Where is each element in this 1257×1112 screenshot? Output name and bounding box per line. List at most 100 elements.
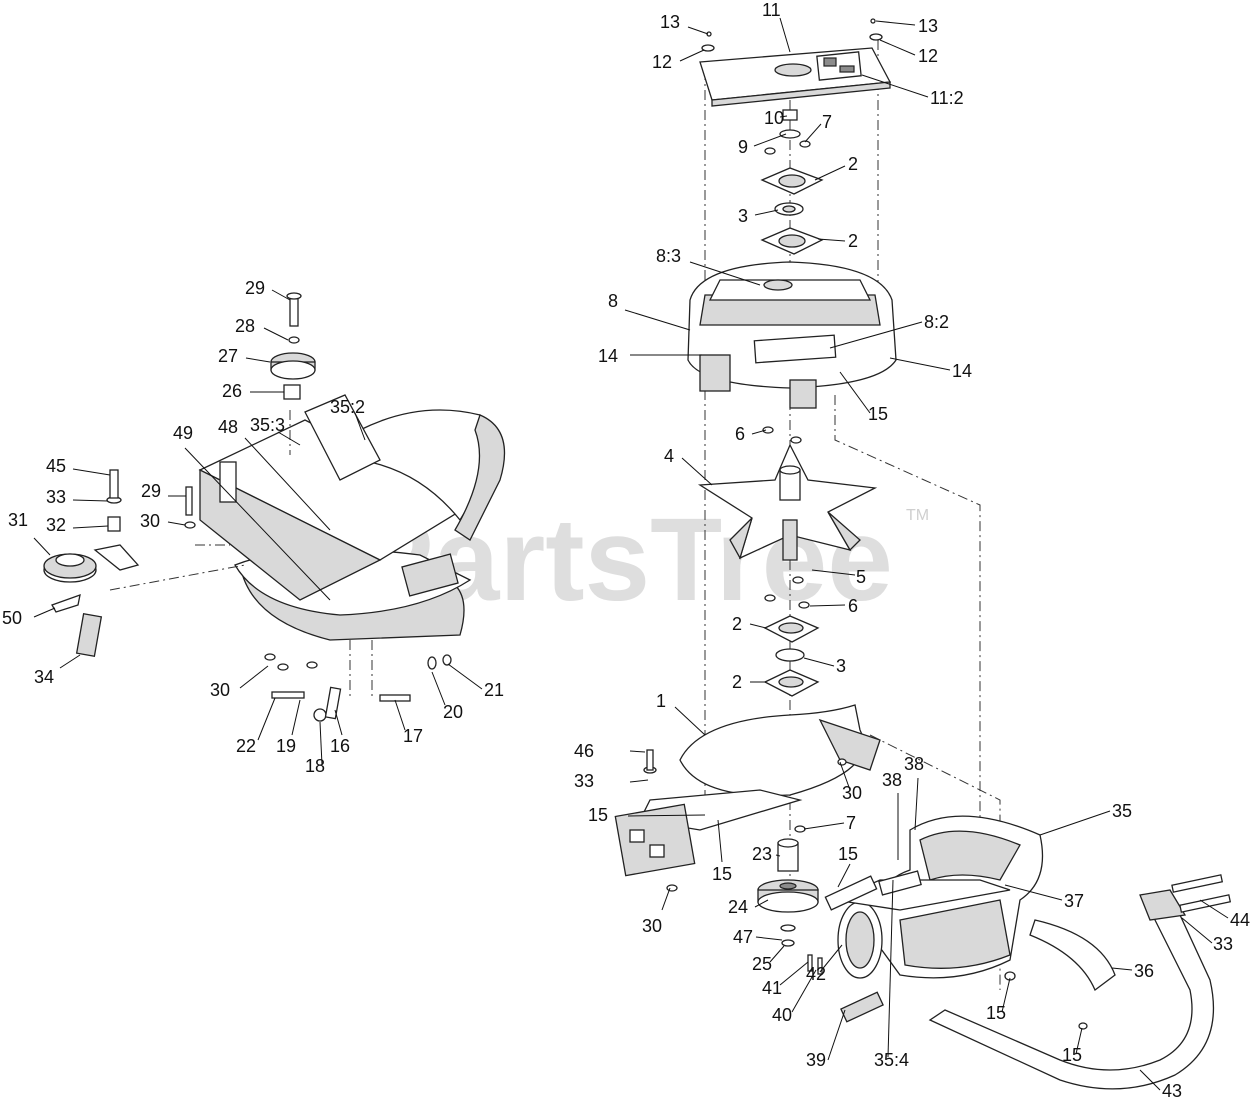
callout-label: 33	[574, 771, 594, 791]
leader-line	[689, 261, 761, 286]
callout-label: 49	[173, 423, 193, 443]
callout-label: 7	[822, 112, 832, 132]
callout-label: 43	[1162, 1081, 1182, 1101]
callout-label: 13	[918, 16, 938, 36]
leader-line	[33, 607, 56, 618]
callout-label: 13	[660, 12, 680, 32]
callout-label: 27	[218, 346, 238, 366]
callout-label: 41	[762, 978, 782, 998]
leader-line	[354, 412, 366, 441]
callout-label: 18	[305, 756, 325, 776]
callout-label: 14	[952, 361, 972, 381]
callout-label: 12	[652, 52, 672, 72]
callout-label: 8	[608, 291, 618, 311]
leader-line	[334, 709, 343, 736]
leader-line	[1139, 1069, 1161, 1091]
leader-line	[244, 437, 331, 531]
leader-line	[861, 74, 929, 98]
leader-line	[819, 944, 843, 973]
callout-label: 2	[848, 231, 858, 251]
callout-label: 36	[1134, 961, 1154, 981]
callout-label: 9	[738, 137, 748, 157]
leader-line	[749, 623, 767, 629]
callout-label: 45	[46, 456, 66, 476]
leader-line	[629, 779, 649, 783]
callout-label: 11:2	[930, 88, 964, 108]
callout-label: 30	[842, 783, 862, 803]
leader-line	[291, 699, 301, 736]
callout-label: 30	[140, 511, 160, 531]
callout-label: 4	[664, 446, 674, 466]
callout-label: 26	[222, 381, 242, 401]
leader-line	[33, 537, 51, 556]
leader-line	[791, 969, 817, 1013]
callout-label: 16	[330, 736, 350, 756]
callout-label: 11	[762, 0, 781, 20]
deflector	[1029, 919, 1116, 992]
leader-line	[779, 115, 788, 118]
callout-label: 35:3	[250, 415, 285, 435]
leader-line	[809, 604, 846, 607]
leader-line	[59, 654, 81, 669]
spindle-nut	[764, 109, 811, 155]
callout-label: 1	[656, 691, 666, 711]
callout-label: 33	[1213, 934, 1233, 954]
fasteners-right	[643, 426, 1088, 1030]
callout-label: 15	[712, 864, 732, 884]
callout-label: 29	[141, 481, 161, 501]
leader-line	[277, 431, 301, 446]
bearing-upper	[774, 202, 804, 216]
leader-line	[775, 854, 781, 857]
leader-line	[1039, 810, 1111, 836]
callout-label: 46	[574, 741, 594, 761]
lower-deck-plate	[614, 704, 881, 877]
callout-label: 15	[1062, 1045, 1082, 1065]
leader-line	[829, 321, 923, 349]
callout-label: 15	[986, 1003, 1006, 1023]
leader-line	[1111, 967, 1133, 971]
callout-label: 7	[846, 813, 856, 833]
drive-pulley	[757, 838, 819, 947]
callout-label: 35:4	[874, 1050, 909, 1070]
idler-arm	[43, 469, 140, 658]
discharge-chute	[832, 815, 1044, 979]
leader-line	[263, 327, 289, 341]
callout-label: 25	[752, 954, 772, 974]
leader-line	[245, 357, 271, 363]
callout-label: 10	[764, 108, 784, 128]
leader-line	[661, 887, 671, 911]
leader-line	[1199, 899, 1229, 919]
leader-line	[879, 39, 916, 56]
callout-label: 47	[733, 927, 753, 947]
leader-line	[717, 819, 723, 863]
leader-line	[319, 721, 323, 766]
leader-line	[257, 697, 276, 741]
callout-label: 44	[1230, 910, 1250, 930]
callout-label: 35	[1112, 801, 1132, 821]
callout-label: 6	[735, 424, 745, 444]
callout-label: 15	[838, 844, 858, 864]
callout-label: 22	[236, 736, 256, 756]
leader-line	[1181, 917, 1213, 944]
leader-line	[837, 863, 851, 888]
leader-line	[447, 663, 483, 690]
leader-line	[827, 1009, 846, 1061]
callout-label: 38	[882, 770, 902, 790]
leader-line	[803, 822, 845, 830]
leader-line	[184, 447, 331, 601]
leader-line	[687, 26, 709, 35]
callout-label: 15	[868, 404, 888, 424]
callout-label: 35:2	[330, 397, 365, 417]
callout-label: 19	[276, 736, 296, 756]
guide-line-side	[834, 395, 981, 885]
leader-line	[674, 706, 706, 736]
cover-plate	[699, 47, 892, 107]
leader-line	[754, 209, 779, 216]
watermark-trademark: TM	[906, 507, 929, 524]
leader-line	[839, 761, 851, 791]
leader-line	[755, 936, 783, 941]
leader-line	[1075, 1027, 1083, 1055]
callout-label: 23	[752, 844, 772, 864]
